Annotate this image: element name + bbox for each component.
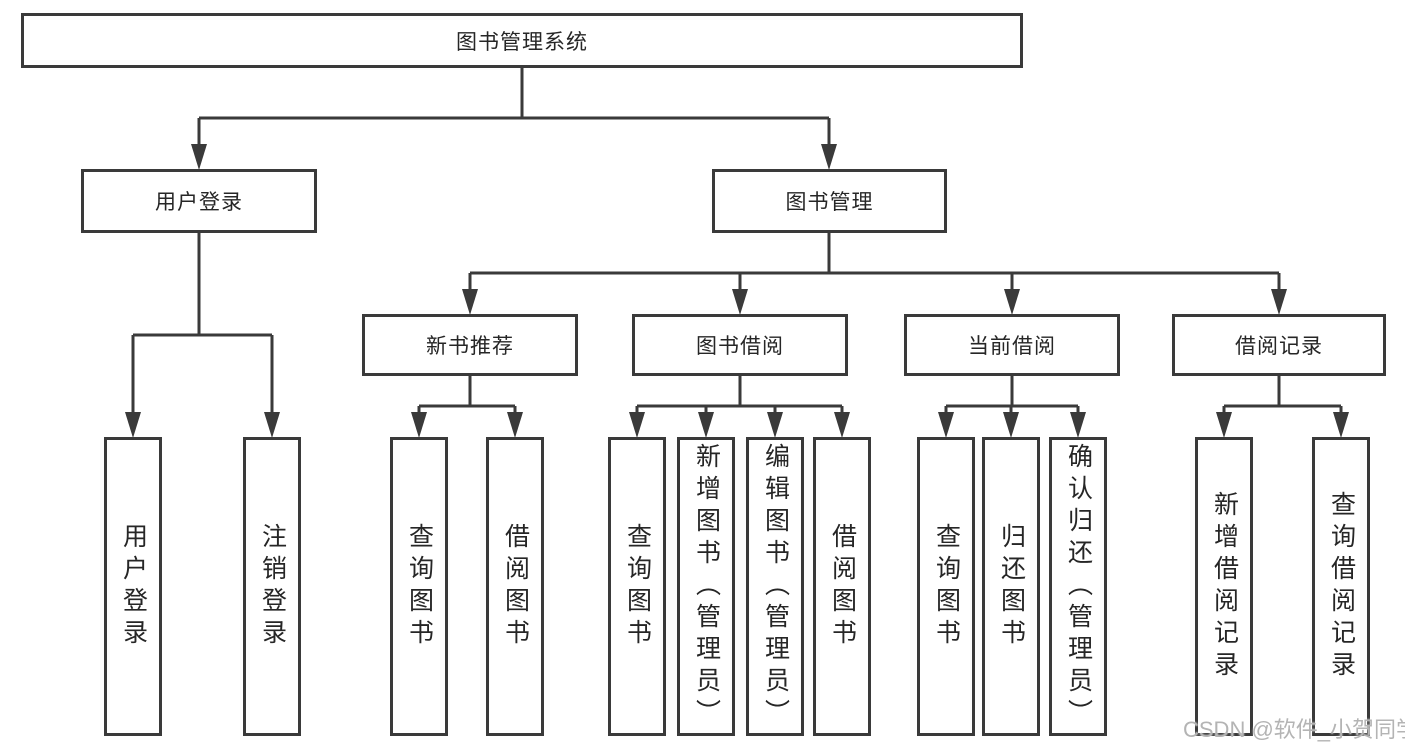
leaf-user-login-label: 用户登录 [119, 522, 148, 651]
leaf-records-query-record-label: 查询借阅记录 [1327, 490, 1356, 683]
leaf-newbook-query-books-label: 查询图书 [405, 522, 434, 651]
leaf-newbook-query-books: 查询图书 [390, 437, 448, 736]
csdn-watermark: CSDN @软件_小贺同学 [1183, 717, 1405, 742]
connector-management-to-level3 [462, 233, 1287, 315]
leaf-borrow-query-books-label: 查询图书 [623, 522, 652, 651]
leaf-borrow-borrow-books: 借阅图书 [813, 437, 871, 736]
leaf-newbook-borrow-books: 借阅图书 [486, 437, 544, 736]
connector-newbook-to-leaves [411, 376, 523, 438]
node-book-borrow-label: 图书借阅 [696, 335, 784, 358]
connector-login-to-leaves [125, 233, 280, 438]
leaf-borrow-borrow-books-label: 借阅图书 [828, 522, 857, 651]
node-root-label: 图书管理系统 [456, 30, 588, 54]
node-book-management: 图书管理 [712, 169, 947, 233]
leaf-newbook-borrow-books-label: 借阅图书 [501, 522, 530, 651]
leaf-logout-label: 注销登录 [258, 522, 287, 651]
leaf-records-add-record-label: 新增借阅记录 [1210, 490, 1239, 683]
node-user-login: 用户登录 [81, 169, 317, 233]
node-user-login-label: 用户登录 [155, 191, 243, 214]
node-borrow-records-label: 借阅记录 [1235, 335, 1323, 358]
leaf-current-query-books-label: 查询图书 [932, 522, 961, 651]
leaf-borrow-add-books-admin: 新增图书（管理员） [677, 437, 735, 736]
node-borrow-records: 借阅记录 [1172, 314, 1386, 376]
connector-records-to-leaves [1216, 376, 1349, 438]
node-root: 图书管理系统 [21, 13, 1023, 68]
leaf-logout: 注销登录 [243, 437, 301, 736]
leaf-borrow-add-books-admin-label: 新增图书（管理员） [692, 442, 721, 731]
leaf-current-query-books: 查询图书 [917, 437, 975, 736]
connector-current-to-leaves [938, 376, 1086, 438]
node-current-borrow: 当前借阅 [904, 314, 1120, 376]
leaf-records-query-record: 查询借阅记录 [1312, 437, 1370, 736]
node-book-management-label: 图书管理 [785, 191, 874, 214]
connector-borrow-to-leaves [629, 376, 850, 438]
node-current-borrow-label: 当前借阅 [968, 335, 1056, 358]
leaf-borrow-edit-books-admin-label: 编辑图书（管理员） [761, 442, 790, 731]
node-book-borrow: 图书借阅 [632, 314, 848, 376]
node-new-book-recommend-label: 新书推荐 [426, 335, 514, 358]
leaf-current-return-books-label: 归还图书 [997, 522, 1026, 651]
leaf-current-return-books: 归还图书 [982, 437, 1040, 736]
node-new-book-recommend: 新书推荐 [362, 314, 578, 376]
leaf-current-confirm-return-admin-label: 确认归还（管理员） [1064, 442, 1093, 731]
leaf-user-login: 用户登录 [104, 437, 162, 736]
leaf-records-add-record: 新增借阅记录 [1195, 437, 1253, 736]
leaf-borrow-edit-books-admin: 编辑图书（管理员） [746, 437, 804, 736]
leaf-borrow-query-books: 查询图书 [608, 437, 666, 736]
connector-root-to-level2 [191, 68, 837, 170]
leaf-current-confirm-return-admin: 确认归还（管理员） [1049, 437, 1107, 736]
